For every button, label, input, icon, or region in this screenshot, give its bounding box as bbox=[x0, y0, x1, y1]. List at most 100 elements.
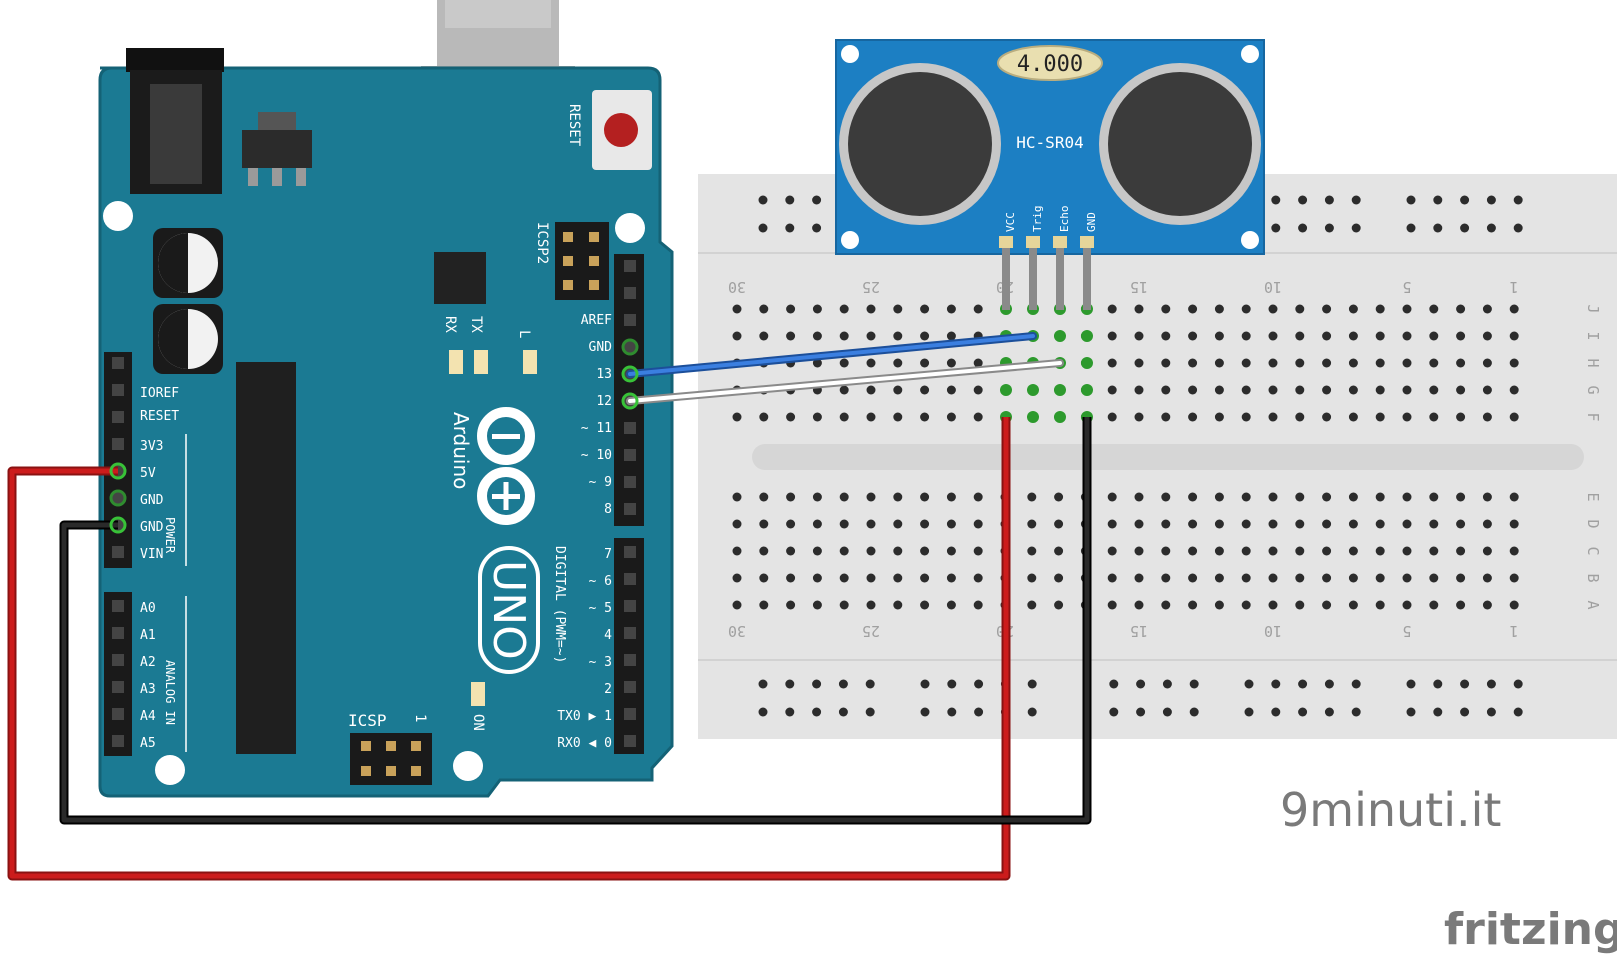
breadboard-hole[interactable] bbox=[1402, 358, 1412, 368]
breadboard-hole[interactable] bbox=[1375, 304, 1385, 314]
breadboard-hole[interactable] bbox=[1188, 492, 1198, 502]
rail-hole[interactable] bbox=[1189, 679, 1199, 689]
breadboard-hole[interactable] bbox=[1241, 412, 1251, 422]
breadboard-hole[interactable] bbox=[1322, 519, 1332, 529]
breadboard-hole[interactable] bbox=[866, 385, 876, 395]
breadboard-hole[interactable] bbox=[839, 358, 849, 368]
breadboard-hole[interactable] bbox=[1214, 492, 1224, 502]
rail-hole[interactable] bbox=[1406, 195, 1416, 205]
header-pin[interactable] bbox=[624, 627, 636, 639]
breadboard-hole[interactable] bbox=[1134, 546, 1144, 556]
breadboard-hole[interactable] bbox=[1509, 412, 1519, 422]
breadboard-hole[interactable] bbox=[1348, 358, 1358, 368]
breadboard-hole[interactable] bbox=[1348, 412, 1358, 422]
breadboard-hole[interactable] bbox=[920, 519, 930, 529]
header-pin[interactable] bbox=[624, 654, 636, 666]
breadboard-hole[interactable] bbox=[1107, 304, 1117, 314]
breadboard-hole[interactable] bbox=[1054, 573, 1064, 583]
breadboard-hole[interactable] bbox=[812, 412, 822, 422]
breadboard-hole[interactable] bbox=[1188, 385, 1198, 395]
breadboard-hole[interactable] bbox=[1214, 385, 1224, 395]
breadboard-hole[interactable] bbox=[920, 412, 930, 422]
breadboard-hole[interactable] bbox=[1322, 600, 1332, 610]
rail-hole[interactable] bbox=[1486, 195, 1496, 205]
breadboard-hole[interactable] bbox=[1188, 573, 1198, 583]
breadboard-hole[interactable] bbox=[1348, 600, 1358, 610]
rail-hole[interactable] bbox=[865, 707, 875, 717]
breadboard-hole[interactable] bbox=[1268, 546, 1278, 556]
rail-hole[interactable] bbox=[1298, 679, 1308, 689]
rail-hole[interactable] bbox=[812, 223, 822, 233]
breadboard-hole[interactable] bbox=[1295, 519, 1305, 529]
breadboard-hole[interactable] bbox=[893, 331, 903, 341]
header-pin[interactable] bbox=[112, 546, 124, 558]
breadboard-hole[interactable] bbox=[1456, 492, 1466, 502]
breadboard-hole[interactable] bbox=[1188, 331, 1198, 341]
header-pin[interactable] bbox=[624, 260, 636, 272]
breadboard-hole[interactable] bbox=[1188, 600, 1198, 610]
breadboard-hole[interactable] bbox=[1348, 385, 1358, 395]
rail-hole[interactable] bbox=[1513, 679, 1523, 689]
breadboard-hole[interactable] bbox=[1322, 573, 1332, 583]
breadboard-hole[interactable] bbox=[1348, 546, 1358, 556]
breadboard-hole[interactable] bbox=[1134, 573, 1144, 583]
breadboard-hole[interactable] bbox=[1054, 546, 1064, 556]
header-pin[interactable] bbox=[624, 735, 636, 747]
header-pin[interactable] bbox=[112, 735, 124, 747]
breadboard-hole[interactable] bbox=[866, 546, 876, 556]
rail-hole[interactable] bbox=[1433, 679, 1443, 689]
breadboard-hole[interactable] bbox=[1429, 385, 1439, 395]
rail-hole[interactable] bbox=[785, 195, 795, 205]
breadboard-hole[interactable] bbox=[839, 546, 849, 556]
breadboard-hole[interactable] bbox=[866, 358, 876, 368]
breadboard-hole[interactable] bbox=[1429, 492, 1439, 502]
breadboard-hole[interactable] bbox=[839, 519, 849, 529]
breadboard-hole[interactable] bbox=[1214, 546, 1224, 556]
breadboard-hole[interactable] bbox=[893, 412, 903, 422]
breadboard-hole[interactable] bbox=[786, 573, 796, 583]
header-pin[interactable] bbox=[112, 438, 124, 450]
breadboard-hole[interactable] bbox=[1509, 573, 1519, 583]
breadboard-hole[interactable] bbox=[1509, 331, 1519, 341]
breadboard-hole[interactable] bbox=[812, 546, 822, 556]
breadboard-hole[interactable] bbox=[893, 573, 903, 583]
breadboard-hole[interactable] bbox=[1241, 358, 1251, 368]
breadboard-hole[interactable] bbox=[1027, 573, 1037, 583]
breadboard-hole[interactable] bbox=[732, 519, 742, 529]
rail-hole[interactable] bbox=[1324, 195, 1334, 205]
breadboard-hole[interactable] bbox=[812, 331, 822, 341]
breadboard-hole[interactable] bbox=[1214, 519, 1224, 529]
breadboard-hole[interactable] bbox=[866, 600, 876, 610]
breadboard-hole[interactable] bbox=[1375, 412, 1385, 422]
breadboard-hole[interactable] bbox=[1295, 385, 1305, 395]
breadboard-hole[interactable] bbox=[759, 304, 769, 314]
breadboard-hole[interactable] bbox=[920, 600, 930, 610]
rail-hole[interactable] bbox=[1271, 223, 1281, 233]
breadboard-hole[interactable] bbox=[732, 600, 742, 610]
breadboard-hole[interactable] bbox=[1348, 304, 1358, 314]
rail-hole[interactable] bbox=[1351, 195, 1361, 205]
rail-hole[interactable] bbox=[920, 679, 930, 689]
header-pin[interactable] bbox=[624, 422, 636, 434]
rail-hole[interactable] bbox=[974, 707, 984, 717]
rail-hole[interactable] bbox=[1406, 679, 1416, 689]
breadboard-hole[interactable] bbox=[1214, 331, 1224, 341]
breadboard-hole[interactable] bbox=[1027, 492, 1037, 502]
rail-hole[interactable] bbox=[838, 707, 848, 717]
breadboard-hole[interactable] bbox=[1268, 573, 1278, 583]
rail-hole[interactable] bbox=[1324, 707, 1334, 717]
breadboard-hole[interactable] bbox=[1214, 600, 1224, 610]
header-pin[interactable] bbox=[112, 681, 124, 693]
breadboard-hole[interactable] bbox=[1134, 600, 1144, 610]
breadboard-hole[interactable] bbox=[973, 546, 983, 556]
rail-hole[interactable] bbox=[758, 707, 768, 717]
breadboard-hole[interactable] bbox=[759, 331, 769, 341]
rail-hole[interactable] bbox=[785, 223, 795, 233]
breadboard-hole[interactable] bbox=[1456, 519, 1466, 529]
breadboard-hole[interactable] bbox=[1482, 573, 1492, 583]
breadboard-hole[interactable] bbox=[1107, 546, 1117, 556]
breadboard-hole[interactable] bbox=[786, 304, 796, 314]
rail-hole[interactable] bbox=[1136, 707, 1146, 717]
breadboard-hole[interactable] bbox=[1429, 358, 1439, 368]
breadboard-hole[interactable] bbox=[839, 304, 849, 314]
